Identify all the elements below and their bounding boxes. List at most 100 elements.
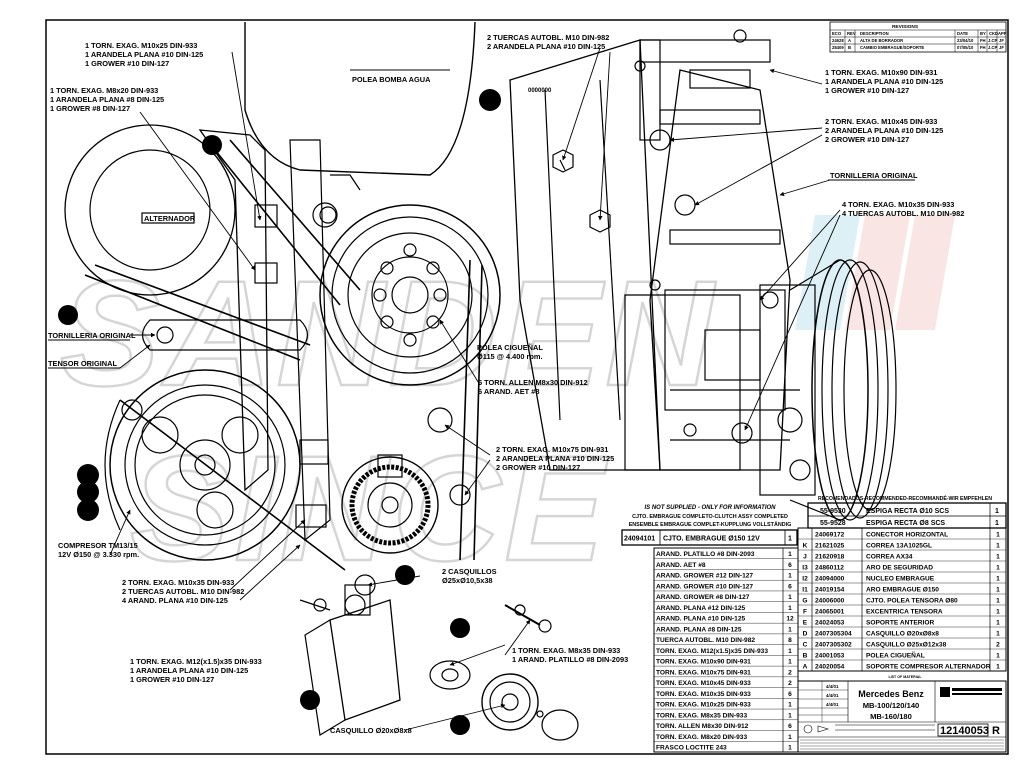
title-line1: Mercedes Benz [858, 689, 924, 699]
rev-col: DATE [957, 31, 968, 36]
part-number: 24094000 [815, 576, 845, 583]
part-number: 24860112 [815, 565, 844, 572]
callout-text: 2 ARANDELA PLANA #10 DIN-125 [496, 454, 614, 463]
part-number: 24001053 [815, 653, 845, 660]
callout-text: 1 ARANDELA PLANA #10 DIN-125 [130, 666, 248, 675]
hardware-item-qty: 1 [788, 605, 792, 612]
rev-cell: FH [980, 38, 986, 43]
rev-cell: J.CP [988, 38, 998, 43]
part-letter: G [802, 598, 807, 605]
hardware-item-qty: 1 [788, 626, 792, 633]
hardware-item-qty: 2 [788, 680, 792, 687]
water-pump-pulley-label: POLEA BOMBA AGUA [352, 75, 431, 84]
hardware-item-desc: ARAND. GROWER #10 DIN-127 [656, 583, 753, 590]
rev-col: ECO [832, 31, 842, 36]
callout-c6: 4 TORN. EXAG. M10x35 DIN-933 4 TUERCAS A… [842, 200, 964, 218]
hardware-item-qty: 1 [788, 659, 792, 666]
hardware-item-qty: 1 [788, 734, 792, 741]
callout-text: 1 TORN. EXAG. M10x90 DIN-931 [825, 68, 937, 77]
recommended-box: RECOMENDADOS-RECOMMENDED-RECOMMANDÉ-WIR … [807, 494, 1007, 529]
rev-cell: ALTA DE BORRADOR [860, 38, 903, 43]
rev-cell: JF [999, 45, 1004, 50]
casquillo-label: CASQUILLO Ø20xØ8x8 [330, 726, 412, 735]
part-letter: C [803, 642, 808, 649]
hardware-item-qty: 1 [788, 712, 792, 719]
part-letter: B [803, 653, 808, 660]
callout-text: 6 TORN. ALLEN M8x30 DIN-912 [478, 378, 588, 387]
part-letter: F [803, 609, 807, 616]
part-number: 24006000 [815, 598, 845, 605]
rev-cell: FH [980, 45, 986, 50]
hardware-item-qty: 6 [788, 562, 792, 569]
part-letter: E [803, 620, 808, 627]
part-letter: K [803, 543, 808, 550]
recommended-qty: 1 [995, 520, 999, 527]
tolerance-symbols [803, 724, 935, 734]
part-description: CASQUILLO Ø20xØ8x8 [866, 631, 939, 638]
hardware-item-qty: 1 [788, 648, 792, 655]
hardware-item-qty: 8 [788, 637, 792, 644]
part-letter: I3 [802, 565, 808, 572]
callout-text: 2 ARANDELA PLANA #10 DIN-125 [487, 42, 605, 51]
callout-markers [58, 89, 501, 735]
hardware-item-desc: TORN. EXAG. M8x35 DIN-933 [656, 712, 747, 719]
part-number: 21620918 [815, 554, 845, 561]
hardware-item-qty: 6 [788, 691, 792, 698]
callout-text: Ø25xØ10,5x38 [442, 576, 493, 585]
rev-cell: CAMBIO EMBRAGUE/SOPORTE [860, 45, 924, 50]
part-number: 24065001 [815, 609, 845, 616]
hardware-item-desc: TORN. EXAG. M10x75 DIN-931 [656, 669, 751, 676]
part-qty: 1 [996, 631, 1000, 638]
not-supplied-line2: CJTO. EMBRAGUE COMPLETO-CLUTCH ASSY COMP… [632, 514, 788, 520]
callout-text: 1 TORN. EXAG. M12(x1.5)x35 DIN-933 [130, 657, 262, 666]
part-marking: 0000000 [528, 88, 552, 94]
compressor-label: COMPRESOR TM13/15 [58, 541, 138, 550]
callout-text: 1 ARAND. PLATILLO #8 DIN-2093 [512, 655, 628, 664]
rev-col: APP [998, 31, 1007, 36]
part-number: 2407305302 [815, 642, 852, 649]
callout-text: 2 TUERCAS AUTOBL. M10 DIN-982 [487, 33, 609, 42]
hardware-item-desc: ARAND. PLATILLO #8 DIN-2093 [656, 551, 755, 558]
crank-pulley-label-group: POLEA CIGUEÑAL Ø115 @ 4.400 rpm. [477, 343, 543, 361]
callout-c4: 1 TORN. EXAG. M10x90 DIN-931 1 ARANDELA … [825, 68, 943, 95]
hardware-item-desc: ARAND. PLANA #12 DIN-125 [656, 605, 745, 612]
rev-col: BY [980, 31, 986, 36]
callout-text: 1 GROWER #8 DIN-127 [50, 104, 130, 113]
part-qty: 1 [996, 576, 1000, 583]
part-number: 24024053 [815, 620, 845, 627]
recommended-header: RECOMENDADOS-RECOMMENDED-RECOMMANDÉ-WIR … [818, 494, 992, 502]
revisions-header: REVISIONS [892, 24, 919, 30]
part-number: 2407305304 [815, 631, 852, 638]
watermark: SANDEN SINCE [59, 215, 955, 593]
hardware-item-qty: 6 [788, 723, 792, 730]
callout-c5: 2 TORN. EXAG. M10x45 DIN-933 2 ARANDELA … [825, 117, 943, 144]
callout-c2: 1 TORN. EXAG. M8x20 DIN-933 1 ARANDELA P… [50, 86, 164, 113]
part-description: CORREA AX34 [866, 554, 913, 561]
drawing-revision: R [992, 725, 1000, 737]
rev-cell: A [848, 38, 851, 43]
date-field: 4/4/01 [826, 693, 839, 698]
callout-c11: 1 TORN. EXAG. M12(x1.5)x35 DIN-933 1 ARA… [130, 657, 262, 684]
recommended-desc: ESPIGA RECTA Ø10 SCS [866, 508, 949, 515]
company-logo [940, 687, 1002, 697]
rev-col: CKD [989, 31, 998, 36]
part-description: CASQUILLO Ø25xØ12x38 [866, 642, 947, 649]
rev-col: DESCRIPTION [860, 31, 889, 36]
leader-lines [48, 47, 915, 731]
callout-text: 1 TORN. EXAG. M8x35 DIN-933 [512, 646, 620, 655]
part-number: 24019154 [815, 587, 845, 594]
hardware-item-desc: FRASCO LOCTITE 243 [656, 745, 727, 752]
part-description: ARO DE SEGURIDAD [866, 565, 933, 572]
hardware-item-desc: TUERCA AUTOBL. M10 DIN-982 [656, 637, 755, 644]
hardware-item-qty: 1 [788, 551, 792, 558]
rev-cell: JF [999, 38, 1004, 43]
rev-col: REV [847, 31, 856, 36]
callout-text: 2 ARANDELA PLANA #10 DIN-125 [825, 126, 943, 135]
callout-c8: 2 TORN. EXAG. M10x75 DIN-931 2 ARANDELA … [496, 445, 614, 472]
part-description: CONECTOR HORIZONTAL [866, 532, 948, 539]
hardware-item-desc: TORN. EXAG. M10x90 DIN-931 [656, 659, 751, 666]
part-description: SOPORTE COMPRESOR ALTERNADOR [866, 664, 991, 671]
part-number: 24069172 [815, 532, 845, 539]
part-qty: 1 [996, 543, 1000, 550]
